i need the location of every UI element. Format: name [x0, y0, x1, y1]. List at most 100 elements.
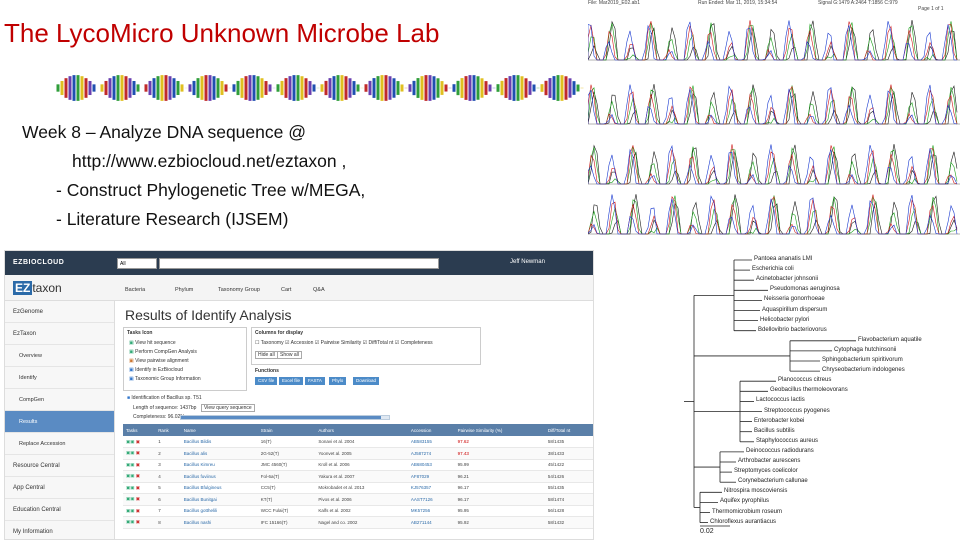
- cell-acc[interactable]: AAST7126: [407, 493, 455, 506]
- sidebar-item-my-information[interactable]: My Information: [5, 521, 114, 539]
- bullet-url[interactable]: http://www.ezbiocloud.net/eztaxon ,: [72, 151, 347, 171]
- cell-acc[interactable]: AB271144: [407, 516, 455, 529]
- flag-icon[interactable]: ▣: [135, 484, 141, 490]
- task-compgen[interactable]: ▣ Perform CompGen Analysis: [129, 349, 197, 355]
- row-task-icons[interactable]: ▣▣ ▣: [123, 505, 156, 517]
- user-name[interactable]: Jeff Newman: [510, 259, 545, 265]
- row-task-icons[interactable]: ▣▣ ▣: [123, 470, 156, 483]
- task-icons[interactable]: ▣▣: [126, 507, 135, 513]
- cell-name[interactable]: Bacillus alis: [180, 447, 258, 460]
- task-icons[interactable]: ▣▣: [126, 519, 135, 525]
- table-header-cell[interactable]: Accession: [407, 424, 455, 436]
- csv-button[interactable]: CSV file: [255, 377, 278, 385]
- col-taxonomy[interactable]: ☐ Taxonomy: [255, 340, 284, 346]
- flag-icon[interactable]: ▣: [135, 496, 141, 502]
- column-options[interactable]: ☐ Taxonomy ☑ Accession ☑ Pairwise Simila…: [255, 340, 433, 346]
- task-icons[interactable]: ▣▣: [126, 450, 135, 456]
- row-task-icons[interactable]: ▣▣ ▣: [123, 482, 156, 494]
- table-header-cell[interactable]: Authors: [315, 424, 408, 436]
- task-icons[interactable]: ▣▣: [126, 461, 135, 467]
- cell-acc[interactable]: AB583155: [407, 436, 455, 448]
- cell-name[interactable]: Bacillus fuviinus: [180, 470, 258, 483]
- sidebar-item-ezgenome[interactable]: EzGenome: [5, 301, 114, 323]
- nav-taxonomy-group[interactable]: Taxonomy Group: [218, 287, 260, 293]
- sidebar-item-results[interactable]: Results: [5, 411, 114, 433]
- download-button[interactable]: Download: [353, 377, 380, 385]
- cell-acc[interactable]: MK57256: [407, 505, 455, 517]
- sidebar-item-compgen[interactable]: CompGen: [5, 389, 114, 411]
- table-header-cell[interactable]: Name: [180, 424, 258, 436]
- flag-icon[interactable]: ▣: [135, 473, 141, 479]
- nav-qa[interactable]: Q&A: [313, 287, 325, 293]
- nav-phylum[interactable]: Phylum: [175, 287, 194, 293]
- task-alignment[interactable]: ▣ View pairwise alignment: [129, 358, 189, 364]
- col-accession[interactable]: ☑ Accession: [284, 340, 314, 346]
- excel-button[interactable]: Excel file: [279, 377, 304, 385]
- nav-cart[interactable]: Cart: [281, 287, 292, 293]
- sidebar-item-eztaxon[interactable]: EzTaxon: [5, 323, 114, 345]
- task-icons[interactable]: ▣▣: [126, 473, 135, 479]
- col-diff[interactable]: ☑ Diff/Total nt: [362, 340, 394, 346]
- search-input[interactable]: [159, 258, 439, 269]
- flag-icon[interactable]: ▣: [135, 519, 141, 525]
- sidebar-item-replace-accession[interactable]: Replace Accession: [5, 433, 114, 455]
- cell-name[interactable]: Bacillus Bunitgai: [180, 493, 258, 506]
- results-title: Results of Identify Analysis: [125, 307, 292, 323]
- table-header-cell[interactable]: Pairwise Similarity (%): [454, 424, 545, 436]
- completeness-bar: [180, 415, 390, 420]
- search-scope-select[interactable]: All: [117, 258, 157, 269]
- flag-icon[interactable]: ▣: [135, 461, 141, 467]
- sidebar-item-app-central[interactable]: App Central: [5, 477, 114, 499]
- cell-name[interactable]: Bacillus nashi: [180, 516, 258, 529]
- cell-acc[interactable]: KJ576357: [407, 482, 455, 494]
- table-header-cell[interactable]: Rank: [155, 424, 181, 436]
- sidebar-item-overview[interactable]: Overview: [5, 345, 114, 367]
- row-task-icons[interactable]: ▣▣ ▣: [123, 436, 156, 448]
- row-task-icons[interactable]: ▣▣ ▣: [123, 493, 156, 506]
- show-all-button[interactable]: Show all: [277, 351, 302, 359]
- task-view-hit[interactable]: ▣ View hit sequence: [129, 340, 176, 346]
- cell-acc[interactable]: AF87029: [407, 470, 455, 483]
- nav-bacteria[interactable]: Bacteria: [125, 287, 146, 293]
- trace-line: [588, 194, 958, 235]
- flag-icon[interactable]: ▣: [135, 438, 141, 444]
- col-similarity[interactable]: ☑ Pairwise Similarity: [314, 340, 362, 346]
- col-completeness[interactable]: ☑ Completeness: [394, 340, 433, 346]
- cell-acc[interactable]: AJ587274: [407, 447, 455, 460]
- sidebar-item-resource-central[interactable]: Resource Central: [5, 455, 114, 477]
- phylo-button[interactable]: Phylo: [329, 377, 347, 385]
- table-header-cell[interactable]: Tasks: [123, 424, 156, 436]
- row-task-icons[interactable]: ▣▣ ▣: [123, 459, 156, 471]
- cell-name[interactable]: Bacillus Bfulgineus: [180, 482, 258, 494]
- fasta-button[interactable]: FASTA: [305, 377, 325, 385]
- task-identify[interactable]: ▣ Identify in EzBiocloud: [129, 367, 183, 373]
- table-header-cell[interactable]: Diff/Total nt: [544, 424, 593, 436]
- sidebar-item-identify[interactable]: Identify: [5, 367, 114, 389]
- sidebar-item-education-central[interactable]: Education Central: [5, 499, 114, 521]
- task-icons[interactable]: ▣▣: [126, 496, 135, 502]
- row-task-icons[interactable]: ▣▣ ▣: [123, 516, 156, 529]
- task-taxgroup[interactable]: ▣ Taxonomic Group Information: [129, 376, 201, 382]
- flag-icon[interactable]: ▣: [135, 507, 141, 513]
- cell-name[interactable]: Bacillus gotthelili: [180, 505, 258, 517]
- view-query-button[interactable]: View query sequence: [201, 404, 255, 412]
- cell-name[interactable]: Bacillus Kimreu: [180, 459, 258, 471]
- hide-all-button[interactable]: Hide all: [255, 351, 278, 359]
- task-icons[interactable]: ▣▣: [126, 484, 135, 490]
- cell-acc[interactable]: AB680453: [407, 459, 455, 471]
- row-task-icons[interactable]: ▣▣ ▣: [123, 447, 156, 460]
- task-icons[interactable]: ▣▣: [126, 438, 135, 444]
- table-header-cell[interactable]: Strain: [257, 424, 316, 436]
- cell-name[interactable]: Bacillus Bildis: [180, 436, 258, 448]
- brand-logo[interactable]: EZBIOCLOUD: [13, 259, 65, 266]
- flag-icon[interactable]: ▣: [135, 450, 141, 456]
